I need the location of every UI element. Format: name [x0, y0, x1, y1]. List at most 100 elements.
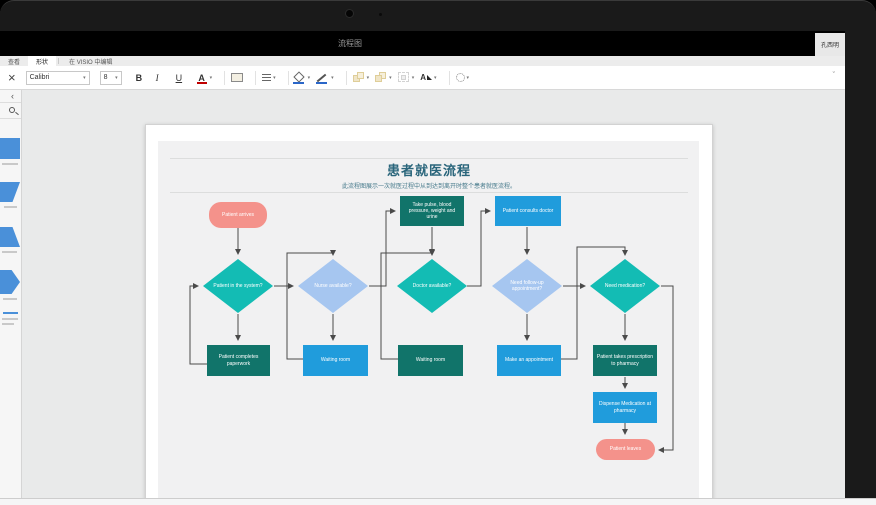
chevron-down-icon: ▾ — [273, 74, 276, 81]
fill-color-button[interactable]: ▾ — [292, 70, 310, 84]
line-color-button[interactable]: ▾ — [316, 73, 334, 84]
flip-button[interactable]: A ▾ — [420, 73, 436, 82]
font-size-select[interactable]: 8 ▾ — [99, 70, 122, 85]
shapes-panel: ‹ — [0, 90, 22, 498]
toolbar-separator — [448, 70, 450, 85]
rotate-button[interactable]: ▾ — [455, 73, 470, 82]
toolbar-separator — [224, 70, 226, 85]
shape-label — [4, 206, 17, 208]
node-label: Patient arrives — [222, 211, 254, 218]
node-label: Make an appointment — [504, 357, 554, 364]
chevron-down-icon: ▾ — [209, 74, 213, 81]
connector-paperwork-to-insystem[interactable] — [189, 283, 207, 365]
chevron-down-icon: ▾ — [115, 74, 118, 81]
search-icon — [9, 107, 15, 113]
bold-button[interactable]: B — [135, 72, 143, 83]
flow-node-consults-doctor[interactable]: Patient consults doctor — [495, 196, 561, 226]
align-button[interactable]: ▾ — [262, 73, 276, 82]
flow-node-waiting-room-2[interactable]: Waiting room — [398, 345, 463, 376]
shape-label — [2, 318, 18, 320]
bring-forward-button[interactable]: ▾ — [352, 72, 370, 83]
connector-appointment-to-medication[interactable] — [561, 246, 628, 360]
collapse-ribbon-button[interactable]: ˇ — [832, 72, 835, 79]
connector-doctor-to-consults[interactable] — [467, 208, 491, 287]
collapse-panel-icon[interactable]: ‹ — [11, 91, 14, 101]
flow-node-waiting-room-1[interactable]: Waiting room — [303, 345, 368, 376]
group-button[interactable]: ▾ — [397, 72, 415, 83]
ribbon-tabbar: 查看 形状 在 VISIO 中编辑 — [0, 56, 845, 66]
text-block-button[interactable] — [231, 73, 244, 82]
title-divider-bottom — [170, 192, 688, 193]
line-color-swatch — [316, 81, 328, 84]
document-title: 流程图 — [338, 39, 362, 48]
align-icon — [262, 73, 272, 82]
send-backward-button[interactable]: ▾ — [375, 72, 392, 83]
node-label: Patient in the system? — [213, 282, 263, 289]
text-box-icon — [231, 73, 244, 82]
underline-button[interactable]: U — [175, 72, 183, 83]
shape-search-box[interactable] — [0, 102, 21, 119]
node-label: Need follow-up appointment? — [510, 279, 544, 292]
connector-waiting2-to-doctor[interactable] — [380, 250, 435, 360]
chevron-down-icon: ▾ — [389, 74, 392, 81]
tab-view[interactable]: 查看 — [8, 60, 21, 66]
node-label: Waiting room — [415, 357, 446, 364]
webcam-led-icon — [379, 13, 382, 16]
connector-medication-to-leaves[interactable] — [658, 285, 674, 453]
flow-node-dispense[interactable]: Dispense Medication at pharmacy — [593, 392, 657, 423]
connector-nurse-to-takepulse[interactable] — [369, 208, 396, 287]
tab-edit-in-visio[interactable]: 在 VISIO 中编辑 — [69, 60, 113, 66]
node-label: Patient leaves — [609, 446, 642, 453]
connector-waiting1-to-nurse[interactable] — [286, 250, 336, 360]
shape-label — [2, 323, 14, 325]
node-label: Nurse available? — [314, 282, 352, 289]
shape-thumbnail-arrow[interactable] — [0, 270, 20, 294]
node-label: Patient consults doctor — [502, 207, 554, 214]
node-label: Need medication? — [604, 282, 646, 289]
chevron-down-icon: ▾ — [366, 74, 370, 81]
font-name-value: Calibri — [29, 74, 50, 81]
chevron-down-icon: ▾ — [411, 74, 415, 81]
chevron-down-icon: ▾ — [466, 74, 470, 81]
toolbar-separator — [255, 70, 257, 85]
font-color-button[interactable]: A ▾ — [196, 73, 213, 84]
delete-button[interactable]: × — [8, 70, 16, 85]
fill-color-swatch — [292, 81, 304, 84]
laptop-base — [0, 498, 876, 505]
shape-thumbnail-process[interactable] — [0, 138, 20, 159]
node-label: Dispense Medication at pharmacy — [599, 401, 651, 414]
visio-app-window: 流程图 孔西明 查看 形状 在 VISIO 中编辑 × Calibri ▾ 8 … — [0, 31, 845, 505]
bring-forward-icon — [352, 72, 365, 83]
font-color-icon: A — [196, 73, 208, 84]
webcam-icon — [346, 10, 353, 17]
italic-button[interactable]: I — [155, 72, 159, 83]
shape-label — [2, 163, 18, 165]
flow-node-make-appointment[interactable]: Make an appointment — [497, 345, 561, 376]
toolbar-separator — [287, 70, 289, 85]
chevron-down-icon: ▾ — [433, 74, 437, 81]
tab-separator — [58, 58, 60, 64]
flow-node-patient-arrives[interactable]: Patient arrives — [209, 202, 267, 228]
formatting-toolbar: × Calibri ▾ 8 ▾ B I U A ▾ ▾ — [0, 66, 845, 90]
flow-node-completes-paperwork[interactable]: Patient completes paperwork — [207, 345, 270, 376]
shape-thumbnail-line[interactable] — [3, 312, 18, 314]
user-account-button[interactable]: 孔西明 — [815, 33, 845, 56]
flow-node-prescription[interactable]: Patient takes prescription to pharmacy — [593, 345, 657, 376]
flip-icon: A — [420, 73, 432, 82]
tab-shapes[interactable]: 形状 — [28, 56, 57, 66]
flow-node-patient-leaves[interactable]: Patient leaves — [596, 439, 655, 460]
shape-label — [3, 298, 17, 300]
font-name-select[interactable]: Calibri ▾ — [25, 70, 90, 85]
send-backward-icon — [375, 72, 387, 83]
connector-layer — [189, 208, 674, 453]
diagram-subtitle: 此流程图展示一次就医过程中从到达到离开时整个患者就医流程。 — [341, 184, 516, 190]
rotate-icon — [455, 73, 465, 82]
node-label: Doctor available? — [412, 282, 452, 289]
toolbar-separator — [345, 70, 347, 85]
node-label: Take pulse, blood pressure, weight and u… — [408, 201, 456, 221]
titlebar: 流程图 孔西明 — [0, 31, 845, 56]
chevron-down-icon: ▾ — [83, 74, 86, 81]
flow-node-take-pulse[interactable]: Take pulse, blood pressure, weight and u… — [400, 196, 464, 226]
diagram-title: 患者就医流程 — [386, 163, 471, 178]
